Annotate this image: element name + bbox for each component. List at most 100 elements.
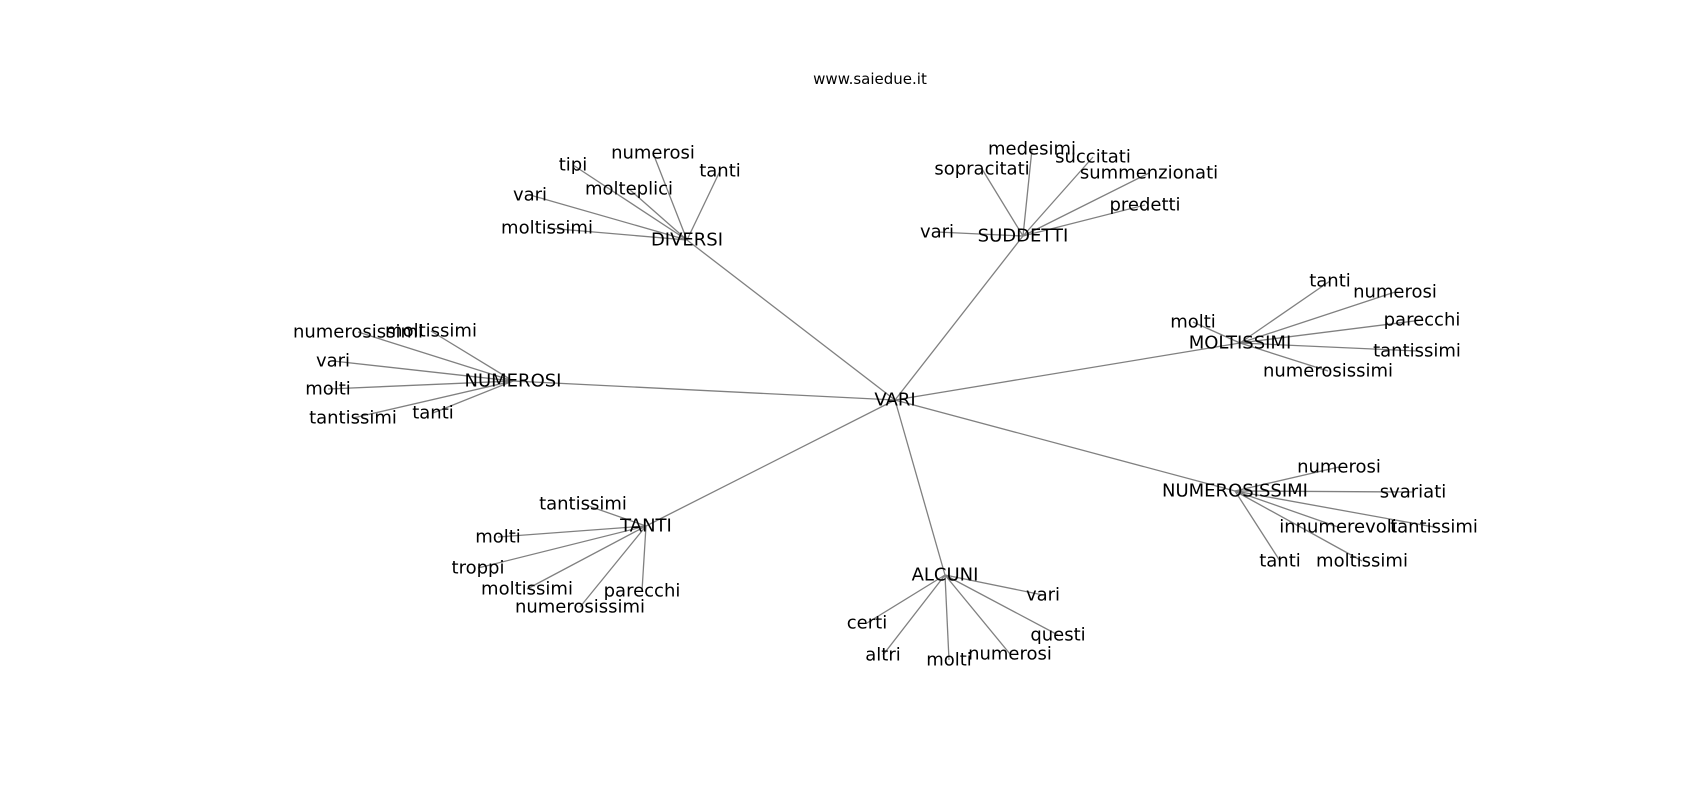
- edge-hub-to-leaf: [432, 380, 514, 414]
- leaf-node-label: vari: [513, 185, 547, 206]
- hub-node-label: MOLTISSIMI: [1189, 333, 1292, 354]
- leaf-node-label: numerosi: [1297, 457, 1381, 478]
- leaf-node-label: summenzionati: [1080, 163, 1218, 184]
- edge-hub-to-leaf: [981, 168, 1024, 237]
- site-title: www.saiedue.it: [813, 70, 927, 88]
- leaf-node-label: questi: [1030, 625, 1085, 646]
- edge-hub-to-leaf: [686, 170, 721, 241]
- leaf-node-label: tanti: [1309, 271, 1351, 292]
- leaf-node-label: molteplici: [585, 179, 673, 200]
- edge-hub-to-leaf: [430, 330, 514, 382]
- leaf-node-label: altri: [865, 645, 901, 666]
- edge-hub-to-leaf: [1192, 321, 1241, 344]
- leaf-node-label: sopracitati: [934, 159, 1029, 180]
- edge-hub-to-leaf: [1239, 342, 1418, 352]
- edge-hub-to-leaf: [866, 574, 946, 624]
- edge-hub-to-leaf: [944, 574, 1011, 655]
- edge-center-to-hub: [894, 399, 1236, 492]
- hub-node-label: SUDDETTI: [978, 226, 1069, 247]
- leaf-node-label: troppi: [452, 558, 505, 579]
- edge-hub-to-leaf: [1022, 156, 1094, 237]
- leaf-node-label: vari: [1026, 585, 1060, 606]
- edge-hub-to-leaf: [1234, 466, 1340, 492]
- leaf-node-label: parecchi: [1384, 310, 1461, 331]
- leaf-node-label: vari: [316, 351, 350, 372]
- hub-node-label: NUMEROSISSIMI: [1162, 481, 1308, 502]
- leaf-node-label: moltissimi: [481, 579, 573, 600]
- leaf-node-label: tipi: [559, 155, 588, 176]
- edge-hub-to-leaf: [1022, 148, 1033, 237]
- edge-hub-to-leaf: [1234, 490, 1435, 528]
- edge-hub-to-leaf: [1022, 204, 1146, 237]
- edge-hub-to-leaf: [1022, 172, 1150, 237]
- leaf-node-label: predetti: [1109, 195, 1180, 216]
- leaf-node-label: medesimi: [988, 139, 1076, 160]
- edge-hub-to-leaf: [1239, 291, 1396, 344]
- edge-hub-to-leaf: [652, 152, 688, 241]
- leaf-node-label: tantissimi: [309, 408, 397, 429]
- edge-center-to-hub: [894, 342, 1241, 401]
- leaf-node-label: moltissimi: [1316, 551, 1408, 572]
- hub-node-label: ALCUNI: [912, 565, 979, 586]
- edges-layer: [327, 148, 1435, 661]
- edge-hub-to-leaf: [529, 194, 688, 241]
- leaf-node-label: certi: [847, 613, 887, 634]
- leaf-node-label: molti: [305, 379, 351, 400]
- edge-hub-to-leaf: [936, 231, 1024, 237]
- leaf-node-label: tanti: [412, 403, 454, 424]
- edge-center-to-hub: [686, 239, 896, 401]
- hub-node-label: DIVERSI: [651, 230, 723, 251]
- leaf-node-label: numerosissimi: [1263, 361, 1393, 382]
- edge-hub-to-leaf: [641, 525, 647, 592]
- edge-hub-to-leaf: [352, 380, 514, 419]
- edge-hub-to-leaf: [1234, 490, 1414, 493]
- leaf-node-label: numerosissimi: [293, 322, 423, 343]
- hub-node-label: TANTI: [619, 516, 672, 537]
- edge-hub-to-leaf: [582, 503, 647, 527]
- edge-hub-to-leaf: [572, 164, 688, 241]
- edge-center-to-hub: [894, 399, 946, 576]
- edge-hub-to-leaf: [1234, 490, 1281, 562]
- edge-hub-to-leaf: [882, 574, 946, 656]
- edge-hub-to-leaf: [579, 525, 647, 608]
- edge-hub-to-leaf: [327, 380, 514, 390]
- edge-hub-to-leaf: [1234, 490, 1363, 562]
- edge-hub-to-leaf: [526, 525, 647, 590]
- edge-center-to-hub: [645, 399, 896, 527]
- leaf-node-label: tantissimi: [539, 494, 627, 515]
- labels-layer: VARI DIVERSI numerosi tipi tanti molteplici va…: [293, 139, 1478, 671]
- leaf-node-label: succitati: [1055, 147, 1131, 168]
- edge-hub-to-leaf: [944, 574, 1059, 636]
- hub-node-label: NUMEROSI: [465, 371, 562, 392]
- leaf-node-label: moltissimi: [385, 321, 477, 342]
- edge-hub-to-leaf: [628, 188, 688, 241]
- leaf-node-label: molti: [926, 650, 972, 671]
- leaf-node-label: numerosi: [968, 644, 1052, 665]
- leaf-node-label: innumerevoli: [1279, 517, 1397, 538]
- leaf-node-label: vari: [920, 222, 954, 243]
- leaf-node-label: tanti: [699, 161, 741, 182]
- leaf-node-label: tantissimi: [1373, 341, 1461, 362]
- edge-hub-to-leaf: [497, 525, 647, 538]
- edge-hub-to-leaf: [1239, 319, 1423, 344]
- edge-hub-to-leaf: [477, 525, 647, 569]
- edge-hub-to-leaf: [1239, 280, 1331, 344]
- edge-hub-to-leaf: [357, 331, 514, 382]
- edge-hub-to-leaf: [944, 574, 1044, 596]
- leaf-node-label: svariati: [1380, 482, 1447, 503]
- leaf-node-label: tanti: [1259, 551, 1301, 572]
- leaf-node-label: parecchi: [604, 581, 681, 602]
- leaf-node-label: numerosissimi: [515, 597, 645, 618]
- leaf-node-label: moltissimi: [501, 218, 593, 239]
- center-node-label: VARI: [874, 390, 915, 411]
- edge-hub-to-leaf: [332, 360, 514, 382]
- edge-hub-to-leaf: [1234, 490, 1339, 528]
- leaf-node-label: molti: [475, 527, 521, 548]
- leaf-node-label: numerosi: [1353, 282, 1437, 303]
- leaf-node-label: tantissimi: [1390, 517, 1478, 538]
- edge-hub-to-leaf: [944, 574, 950, 661]
- edge-center-to-hub: [894, 235, 1024, 401]
- edge-center-to-hub: [512, 380, 896, 401]
- edge-hub-to-leaf: [1239, 342, 1329, 372]
